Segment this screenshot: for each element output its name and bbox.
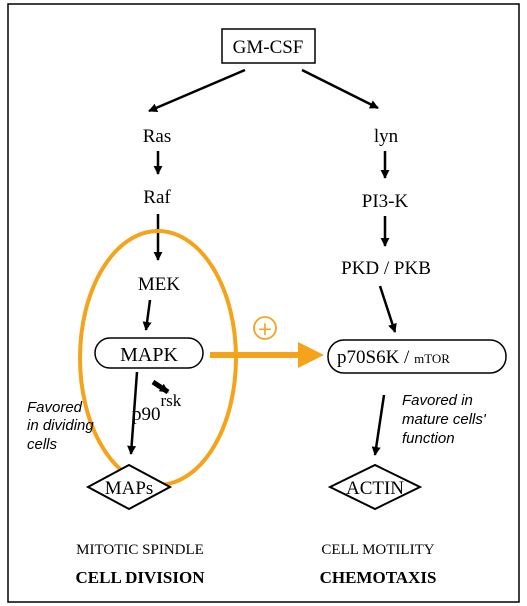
left-note-line2: in dividing	[27, 417, 94, 434]
arrow-gmcsf-lyn	[301, 68, 379, 110]
cell-motility-caption: CELL MOTILITY	[321, 542, 434, 558]
mapk-label: MAPK	[120, 344, 178, 366]
raf-label: Raf	[143, 187, 171, 208]
gmcsf-label: GM-CSF	[233, 37, 304, 58]
pkd-pkb-label: PKD / PKB	[341, 258, 431, 279]
p70-label: p70S6K /	[337, 347, 414, 368]
left-note-line1: Favored	[27, 399, 83, 416]
p70-mtor-pill	[327, 339, 507, 374]
maps-label: MAPs	[105, 478, 154, 499]
lyn-label: lyn	[374, 126, 399, 147]
mapk-pill	[94, 337, 204, 369]
gmcsf-box	[221, 28, 316, 64]
right-note-line2: mature cells'	[402, 411, 487, 428]
left-note: Favored in dividing cells	[27, 399, 98, 453]
p70-mtor-label: p70S6K / mTOR	[337, 347, 450, 368]
mek-label: MEK	[138, 274, 181, 295]
arrow-mek-mapk	[142, 299, 152, 331]
arrow-gmcsf-ras	[148, 68, 246, 113]
arrow-pkd-p70	[378, 285, 397, 333]
right-note-line1: Favored in	[402, 392, 473, 409]
arrow-mapk-p90	[151, 379, 170, 395]
mitotic-spindle-caption: MITOTIC SPINDLE	[76, 542, 204, 558]
cell-division-title: CELL DIVISION	[76, 568, 206, 587]
p90-label: p90rsk	[132, 391, 182, 425]
actin-diamond	[327, 463, 423, 511]
ras-label: Ras	[143, 126, 172, 147]
mtor-label: mTOR	[414, 351, 450, 366]
actin-label: ACTIN	[346, 478, 404, 499]
plus-circle-icon	[253, 316, 277, 340]
pi3k-label: PI3-K	[362, 191, 409, 212]
right-note: Favored in mature cells' function	[402, 392, 490, 447]
left-note-line3: cells	[27, 436, 58, 453]
chemotaxis-title: CHEMOTAXIS	[320, 568, 437, 587]
maps-diamond	[85, 463, 173, 511]
plus-symbol: +	[257, 318, 273, 340]
arrow-mapk-maps	[127, 371, 139, 455]
crosstalk-arrow-head	[298, 342, 324, 368]
right-note-line3: function	[402, 430, 455, 447]
arrow-p70-actin	[371, 394, 386, 456]
p90-superscript: rsk	[161, 391, 182, 410]
diagram-frame	[7, 3, 520, 603]
